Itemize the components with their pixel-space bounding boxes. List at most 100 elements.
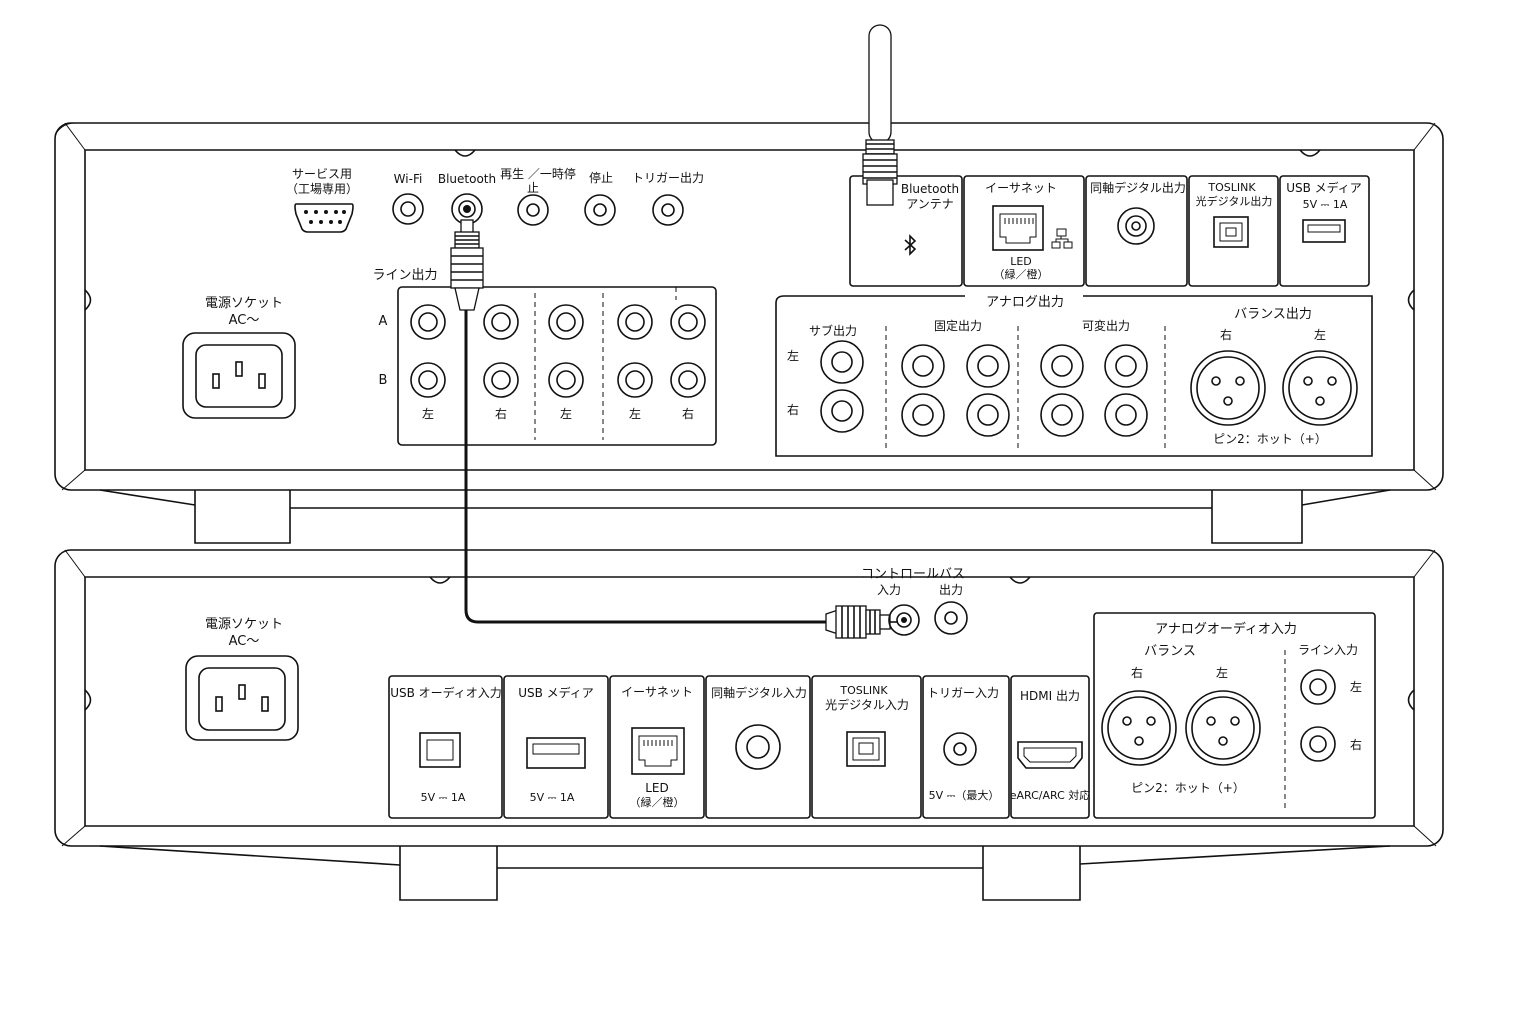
- line-in-rca-jacks: [1300, 669, 1336, 762]
- top-unit: サービス用 （工場専用） Wi-Fi Bluetooth 再生 ／一時停 止 停…: [54, 24, 1444, 544]
- top-power-label-1: 電源ソケット: [205, 296, 283, 311]
- hdmi-out-spec: eARC/ARC 対応: [1010, 788, 1091, 802]
- line-out-rca-jacks: [410, 304, 706, 398]
- line-out-channel-label: 左: [560, 406, 572, 421]
- line-out-channel-label: 左: [629, 406, 641, 421]
- trigger-in-jack: [943, 732, 977, 766]
- trigger-in-spec: 5V ⎓（最大）: [929, 788, 1000, 802]
- rca-jack: [617, 362, 653, 398]
- fixed-out-label: 固定出力: [934, 318, 982, 333]
- sub-out-right: 右: [787, 402, 799, 417]
- rca-jack: [1104, 344, 1148, 388]
- rca-jack: [670, 304, 706, 340]
- rca-jack: [1104, 393, 1148, 437]
- play-pause-label-2: 止: [527, 181, 539, 195]
- usb-a-port: [526, 737, 586, 769]
- analog-out-rca-jacks: [820, 340, 1148, 437]
- rca-jack: [483, 304, 519, 340]
- toslink-port: [846, 731, 886, 767]
- service-port-label-2: （工場専用）: [286, 182, 358, 196]
- rca-jack: [670, 362, 706, 398]
- bt-antenna-label-1: Bluetooth: [901, 182, 959, 196]
- control-bus-out-label: 出力: [939, 583, 963, 597]
- line-out-channel-label: 右: [495, 406, 507, 421]
- play-pause-label-1: 再生 ／一時停: [500, 166, 576, 181]
- usb-audio-in-label: USB オーディオ入力: [390, 685, 502, 700]
- usb-media-out-module: USB メディア 5V ⎓ 1A: [1279, 175, 1370, 287]
- analog-in-title: アナログオーディオ入力: [1155, 621, 1297, 637]
- xlr-connector: [1101, 690, 1177, 766]
- xlr-out-connectors: [1190, 350, 1358, 426]
- trigger-in-module: トリガー入力 5V ⎓（最大）: [922, 675, 1010, 819]
- analog-out-panel: アナログ出力 サブ出力 左 右 固定出力 可変出力 バランス出力 右 左 ピン2…: [775, 295, 1373, 457]
- rca-jack: [1300, 669, 1336, 705]
- top-unit-chassis: [54, 122, 1444, 491]
- top-unit-foot-right: [1211, 490, 1303, 544]
- usb-media-in-spec: 5V ⎓ 1A: [530, 791, 575, 804]
- toslink-out-label-1: TOSLINK: [1207, 181, 1256, 194]
- rca-jack: [548, 362, 584, 398]
- control-bus-in-jack: [888, 604, 920, 636]
- control-bus-title: コントロールバス: [861, 567, 965, 582]
- coax-in-module: 同軸デジタル入力: [705, 675, 811, 819]
- stop-jack: [584, 194, 616, 226]
- usb-b-port: [419, 732, 461, 768]
- line-out-channel-label: 右: [682, 406, 694, 421]
- rca-jack: [901, 393, 945, 437]
- toslink-in-module: TOSLINK 光デジタル入力: [811, 675, 922, 819]
- hdmi-port: [1017, 741, 1083, 769]
- coax-out-label: 同軸デジタル出力: [1090, 180, 1186, 195]
- rca-jack: [1040, 393, 1084, 437]
- bt-antenna-label-2: アンテナ: [906, 197, 954, 211]
- balanced-out-label: バランス出力: [1234, 307, 1312, 322]
- bottom-unit: 電源ソケット AC～ コントロールバス 入力 出力 USB オーディオ入力 5V…: [54, 549, 1444, 901]
- control-bus-cable: [450, 219, 920, 639]
- ethernet-port: [631, 727, 685, 775]
- rca-jack: [966, 344, 1010, 388]
- control-bus-in-label: 入力: [877, 583, 901, 597]
- cable-plug-top: [450, 219, 484, 311]
- analog-out-title: アナログ出力: [986, 295, 1064, 310]
- line-out-panel: [397, 286, 717, 446]
- hdmi-out-label: HDMI 出力: [1020, 689, 1080, 703]
- line-out-title: ライン出力: [372, 268, 437, 283]
- ethernet-in-module: イーサネット LED （緑／橙）: [609, 675, 705, 819]
- ethernet-label: イーサネット: [985, 181, 1057, 195]
- trigger-in-label: トリガー入力: [927, 686, 999, 700]
- balanced-out-left: 左: [1314, 327, 1326, 342]
- xlr-connector: [1282, 350, 1358, 426]
- rca-jack: [1040, 344, 1084, 388]
- service-port-label-1: サービス用: [292, 167, 352, 181]
- ethernet-in-led-colors: （緑／橙）: [630, 795, 685, 809]
- rca-jack: [410, 304, 446, 340]
- toslink-in-label-1: TOSLINK: [839, 684, 888, 697]
- cable-plug-bottom: [825, 604, 920, 639]
- wifi-connector: [392, 193, 424, 225]
- usb-media-label-1: USB メディア: [1286, 180, 1362, 195]
- xlr-in-connectors: [1101, 690, 1261, 766]
- balanced-in-right: 右: [1131, 665, 1143, 680]
- ethernet-led-label: LED: [1010, 255, 1032, 268]
- line-out-row-a: A: [379, 314, 388, 329]
- usb-a-port: [1302, 219, 1346, 243]
- rca-jack: [820, 340, 864, 384]
- ethernet-in-led-label: LED: [645, 781, 669, 795]
- rca-jack: [820, 389, 864, 433]
- usb-media-label-2: 5V ⎓ 1A: [1303, 198, 1348, 211]
- rca-jack: [966, 393, 1010, 437]
- sub-out-left: 左: [787, 348, 799, 363]
- top-power-socket: [182, 332, 296, 419]
- line-out-channel-label: 左: [422, 406, 434, 421]
- bottom-power-socket: [185, 655, 299, 741]
- rca-jack: [617, 304, 653, 340]
- network-icon: [1051, 228, 1073, 249]
- toslink-out-label-2: 光デジタル出力: [1196, 194, 1273, 208]
- analog-in-panel: アナログオーディオ入力 バランス 右 左 ピン2：ホット（+） ライン入力 左 …: [1093, 612, 1376, 819]
- bottom-unit-foot-left: [399, 846, 498, 901]
- ethernet-port: [992, 205, 1044, 251]
- xlr-connector: [1190, 350, 1266, 426]
- line-in-right: 右: [1350, 737, 1362, 752]
- bt-antenna-module: Bluetooth アンテナ: [849, 175, 963, 287]
- balanced-out-pin-note: ピン2：ホット（+）: [1213, 432, 1327, 446]
